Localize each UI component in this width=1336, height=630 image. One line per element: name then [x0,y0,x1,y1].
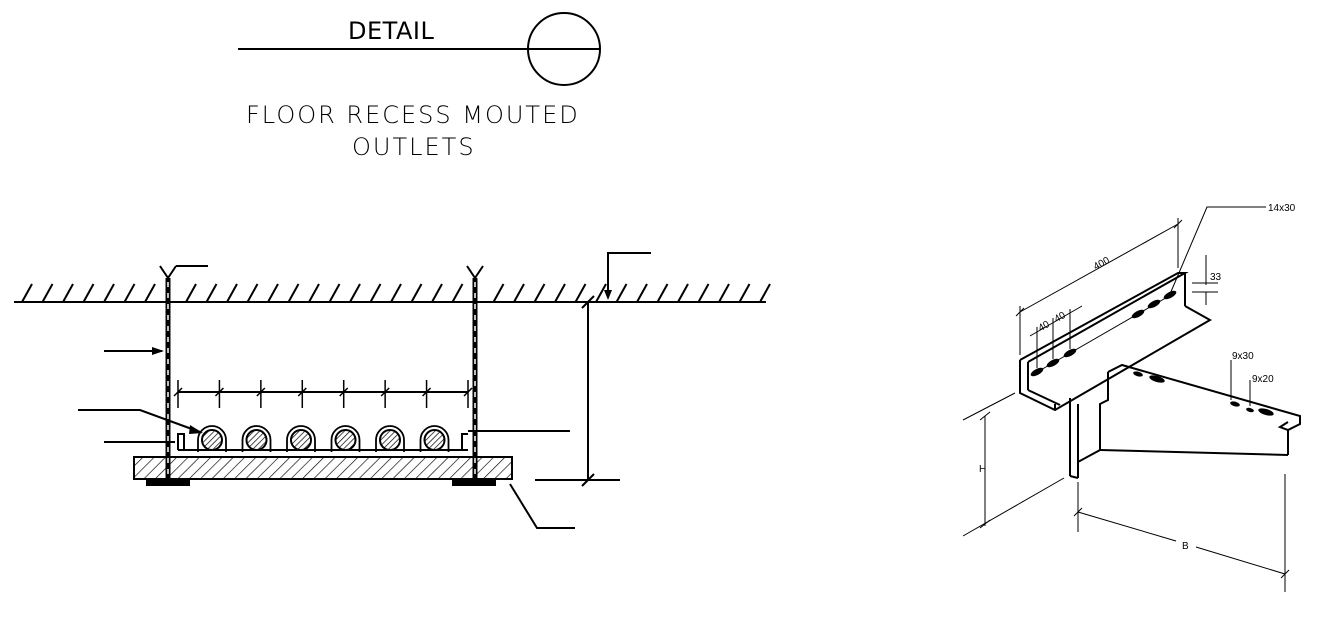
base-plate [133,456,575,529]
hatch-stroke [492,283,505,303]
spacing-slash [214,387,224,397]
dim-400: 400 [1015,218,1183,355]
hatch-stroke [328,283,341,303]
height-label: H [979,464,986,475]
dim-h: H [962,392,1065,537]
flange-label: 33 [1210,272,1222,283]
detail-subtitle-line-2: OUTLETS [352,133,476,161]
hatch-stroke [738,283,751,303]
hatch-stroke [287,283,300,303]
hatch-stroke [205,283,218,303]
hatch-stroke [226,283,238,303]
hatch-stroke [123,283,136,303]
hanger-rod-left [159,265,208,486]
cable-tray [177,425,570,452]
hatch-stroke [697,283,710,303]
leader-9x30: 9x30 [1230,351,1254,400]
spacing-slash [339,387,349,397]
conduit-saddle [419,425,450,452]
spacing-slash [463,387,473,397]
hatch-stroke [82,283,95,303]
leader-9x20: 9x20 [1249,374,1274,406]
hatch-stroke [533,283,546,303]
floor-section-detail [14,252,771,529]
width-label: B [1182,541,1189,552]
spacing-slash [173,387,183,397]
hatch-stroke [718,283,730,303]
conduit [245,429,268,451]
hatch-stroke [636,283,648,303]
hatch-stroke [349,283,361,303]
hatch-stroke [595,283,607,303]
dim-b: B [1073,474,1290,592]
hatch-stroke [554,283,566,303]
hatch-stroke [656,283,669,303]
hatch-stroke [390,283,402,303]
depth-dimension [535,295,620,487]
detail-subtitle-line-1: FLOOR RECESS MOUTED [246,101,580,129]
dim-40-first: 40 [1037,319,1052,334]
spacing-slash [297,387,307,397]
bracket-arm [1069,363,1301,479]
dim-400-label: 400 [1092,255,1112,273]
slot-arm-label-1: 9x30 [1232,351,1254,362]
hatch-stroke [513,283,525,303]
conduit [334,429,357,451]
hatch-stroke [246,283,259,303]
spacing-dimension [173,380,473,408]
hatch-stroke [369,283,382,303]
hatch-stroke [574,283,587,303]
hatch-stroke [615,283,628,303]
spacing-slash [256,387,266,397]
conduit-saddle [286,425,316,452]
isometric-bracket: 400 40 40 14x30 33 9x30 [962,203,1301,592]
conduit [201,429,223,451]
top-channel [1019,272,1213,412]
detail-label: DETAIL [348,17,434,45]
hatch-stroke [103,283,115,303]
conduit-saddle [197,425,227,452]
hatch-stroke [677,283,689,303]
level-marker [604,252,651,300]
slab-hatch [21,283,771,303]
hatch-stroke [759,283,771,303]
conduit [290,429,312,451]
hanger-rod-right [466,265,484,486]
slot-top-label: 14x30 [1268,203,1296,214]
conduit-saddle [330,425,361,452]
conduit [423,429,446,451]
hatch-stroke [144,283,156,303]
leader-lines-left [78,347,203,443]
leader-14x30: 14x30 [1169,203,1296,295]
dim-40-40: 40 40 [1029,305,1083,368]
detail-title-block: DETAIL FLOOR RECESS MOUTED OUTLETS [238,12,601,161]
conduit-saddle [241,425,272,452]
dim-33: 33 [1192,255,1222,305]
hatch-stroke [451,283,464,303]
hatch-stroke [431,283,443,303]
conduit [379,429,401,451]
hatch-stroke [185,283,197,303]
dim-40-second: 40 [1053,310,1068,325]
conduit-row [197,425,450,452]
hatch-stroke [41,283,54,303]
hatch-stroke [308,283,320,303]
conduit-saddle [375,425,405,452]
slot-arm-label-2: 9x20 [1252,374,1274,385]
spacing-slash [422,387,432,397]
hatch-stroke [410,283,423,303]
spacing-slash [380,387,390,397]
hatch-stroke [21,283,33,303]
hatch-stroke [267,283,279,303]
hatch-stroke [62,283,74,303]
